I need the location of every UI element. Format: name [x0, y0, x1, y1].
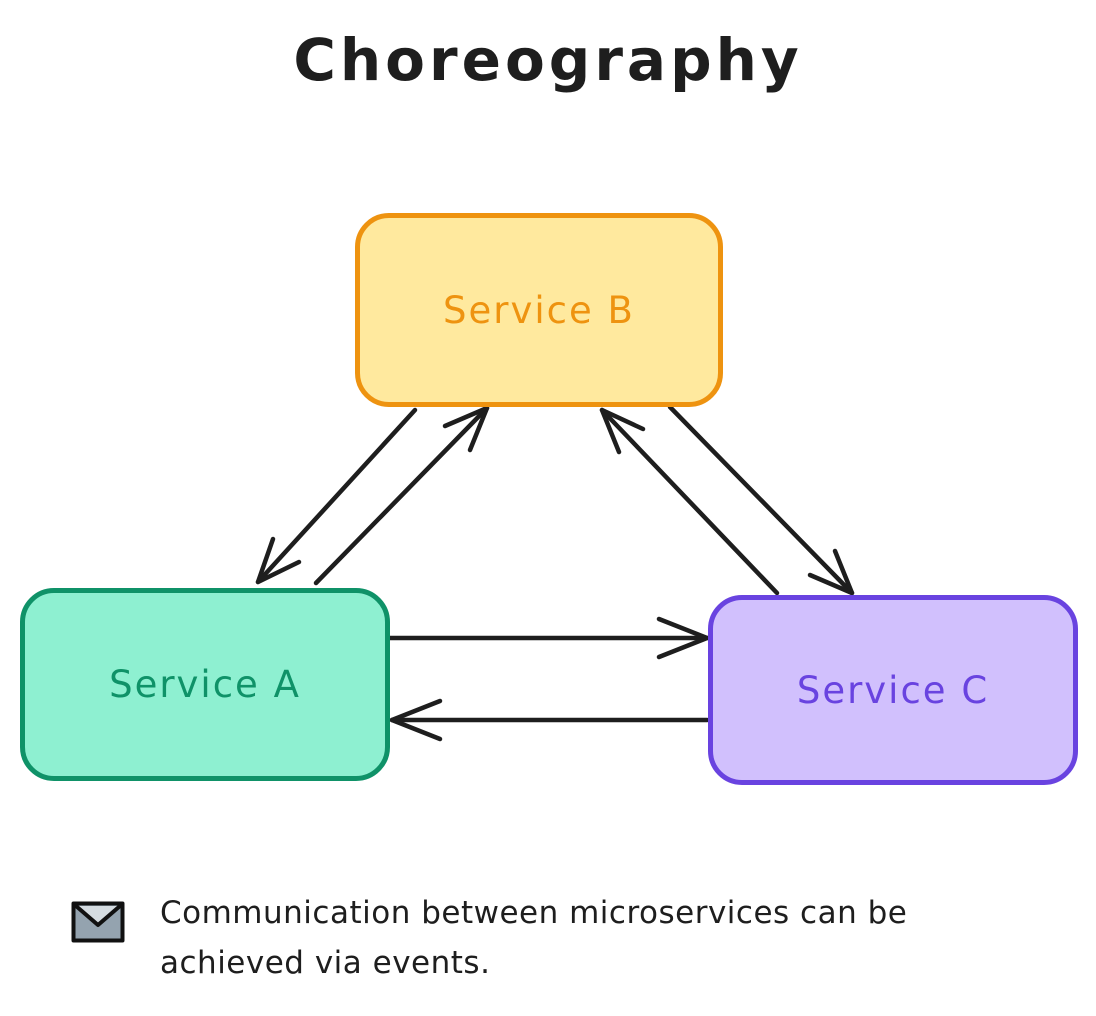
node-service-a: Service A — [20, 588, 390, 781]
envelope-icon — [71, 901, 125, 943]
note-text: Communication between microservices can … — [160, 888, 907, 988]
arrow-a-to-b — [313, 405, 490, 586]
node-service-b: Service B — [355, 213, 723, 407]
arrow-c-to-a — [389, 698, 710, 742]
arrow-b-to-c — [667, 404, 855, 596]
arrow-b-to-a — [255, 407, 418, 585]
node-service-c: Service C — [708, 595, 1078, 785]
note: Communication between microservices can … — [70, 888, 907, 988]
note-line-1: Communication between microservices can … — [160, 895, 908, 931]
node-service-a-label: Service A — [109, 663, 301, 706]
arrow-c-to-b — [599, 407, 780, 596]
node-service-c-label: Service C — [796, 668, 990, 712]
arrow-a-to-c — [387, 616, 710, 660]
page-title: Choreography — [293, 26, 803, 94]
note-line-2: achieved via events. — [160, 945, 491, 981]
node-service-b-label: Service B — [443, 288, 635, 332]
